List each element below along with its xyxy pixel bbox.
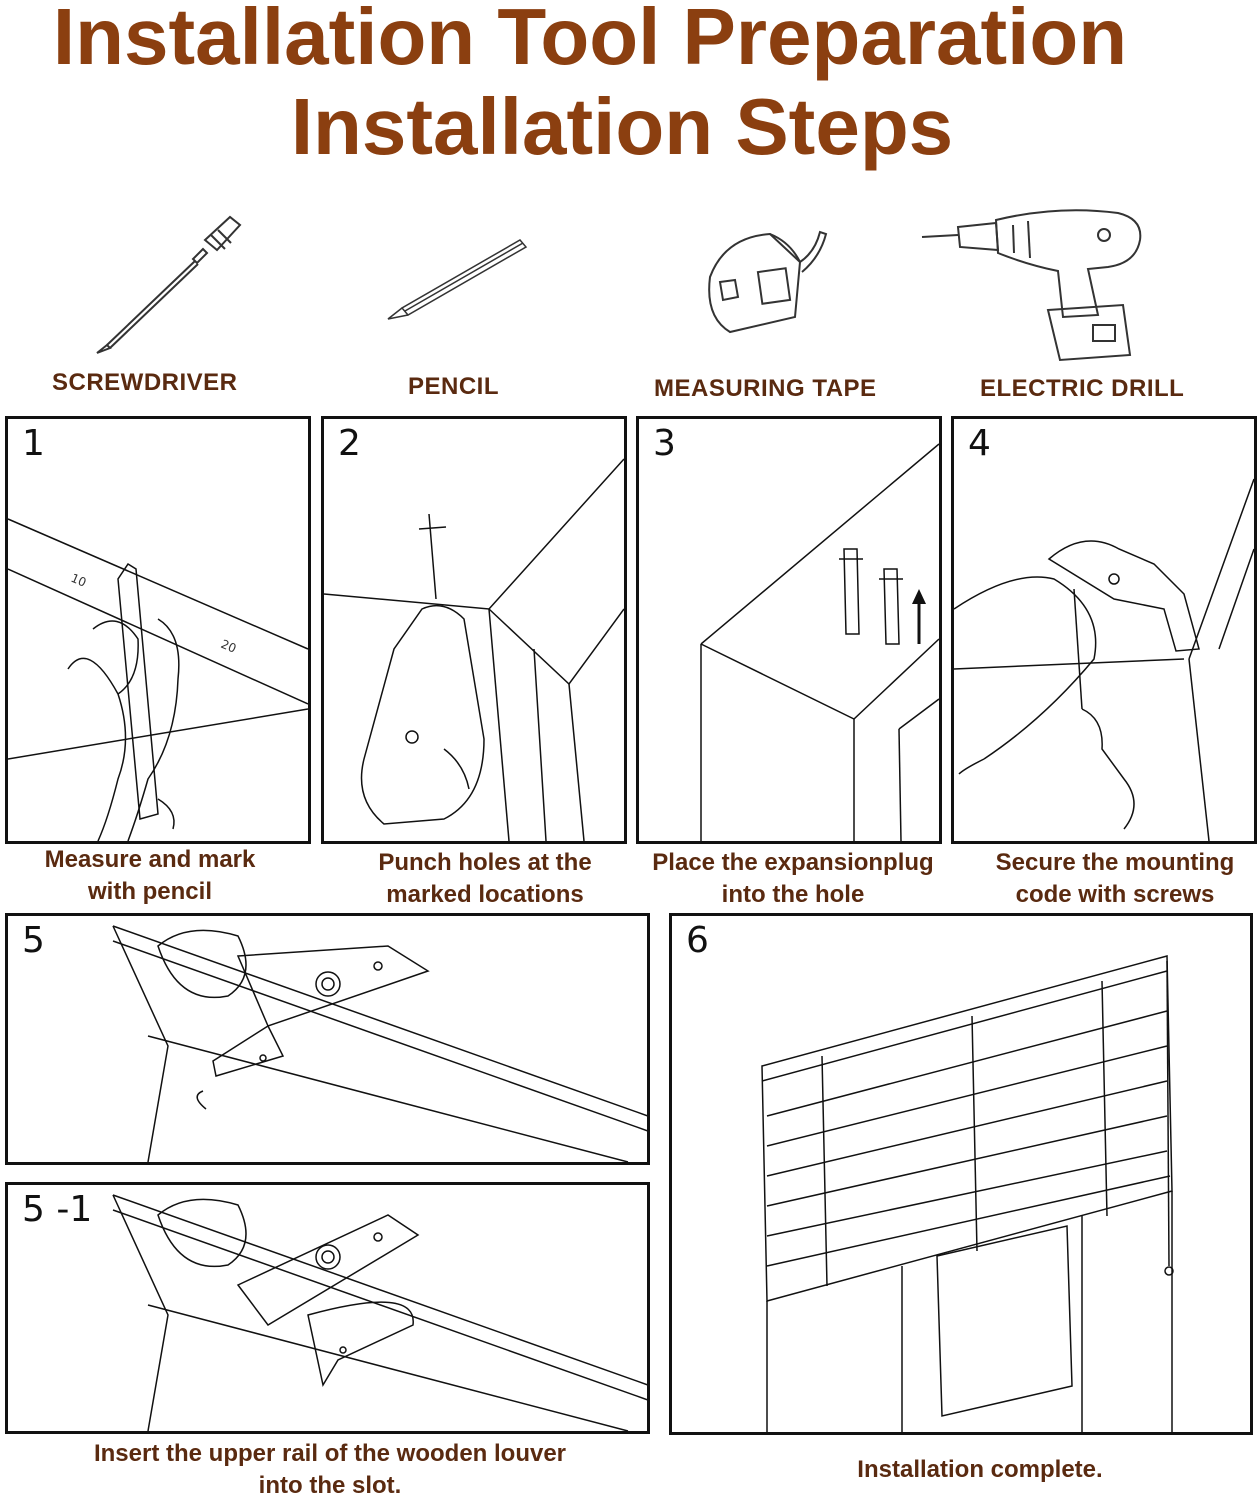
expansion-plug-illustration [639,419,939,841]
step-caption-3: Place the expansionplug into the hole [628,847,958,911]
step-caption-6-line1: Installation complete. [857,1456,1103,1483]
tool-label-electric-drill: ELECTRIC DRILL [980,375,1185,402]
step-panel-5: 5 [5,913,650,1165]
tool-label-pencil: PENCIL [408,373,500,400]
step-number-5: 5 [22,920,45,961]
ruler-tick-20: 20 [219,637,239,656]
step-caption-1: Measure and mark with pencil [5,844,295,908]
step-caption-1-line2: with pencil [87,878,212,905]
step-number-6: 6 [686,920,709,961]
measuring-tape-icon [690,222,840,342]
step-caption-2: Punch holes at the marked locations [340,847,630,911]
step-caption-4-line2: code with screws [1015,881,1215,908]
rail-slot-illustration [8,1185,647,1431]
step-caption-2-line2: marked locations [386,881,584,908]
screwdriver-icon [85,205,255,355]
step-number-2: 2 [338,423,361,464]
tool-label-measuring-tape: MEASURING TAPE [654,375,877,402]
step-caption-4: Secure the mounting code with screws [965,847,1260,911]
rail-bracket-illustration [8,916,647,1162]
step-panel-1: 10 20 1 [5,416,311,844]
step-caption-2-line1: Punch holes at the [378,849,592,876]
ruler-tick-10: 10 [69,571,89,590]
step-panel-6: 6 [669,913,1253,1435]
step-caption-1-line1: Measure and mark [44,846,256,873]
step-caption-5-line2: into the slot. [258,1472,402,1499]
step-number-5-1: 5 -1 [22,1189,93,1230]
step-caption-5: Insert the upper rail of the wooden louv… [20,1438,640,1502]
punch-holes-illustration [324,419,624,841]
step-caption-3-line1: Place the expansionplug [652,849,934,876]
measure-and-mark-illustration: 10 20 [8,419,308,841]
step-caption-4-line1: Secure the mounting [995,849,1235,876]
step-caption-3-line2: into the hole [721,881,865,908]
step-panel-2: 2 [321,416,627,844]
page-title: Installation Tool Preparation [52,0,1128,81]
tool-label-screwdriver: SCREWDRIVER [52,369,238,396]
step-panel-5-1: 5 -1 [5,1182,650,1434]
electric-drill-icon [918,205,1153,365]
step-number-1: 1 [22,423,45,464]
step-panel-4: 4 [951,416,1257,844]
step-number-3: 3 [653,423,676,464]
step-caption-5-line1: Insert the upper rail of the wooden louv… [93,1440,567,1467]
secure-bracket-illustration [954,419,1254,841]
step-number-4: 4 [968,423,991,464]
step-panel-3: 3 [636,416,942,844]
page-subtitle: Installation Steps [290,82,954,171]
step-caption-6: Installation complete. [720,1454,1240,1486]
pencil-icon [380,235,530,325]
installed-blind-illustration [672,916,1250,1432]
